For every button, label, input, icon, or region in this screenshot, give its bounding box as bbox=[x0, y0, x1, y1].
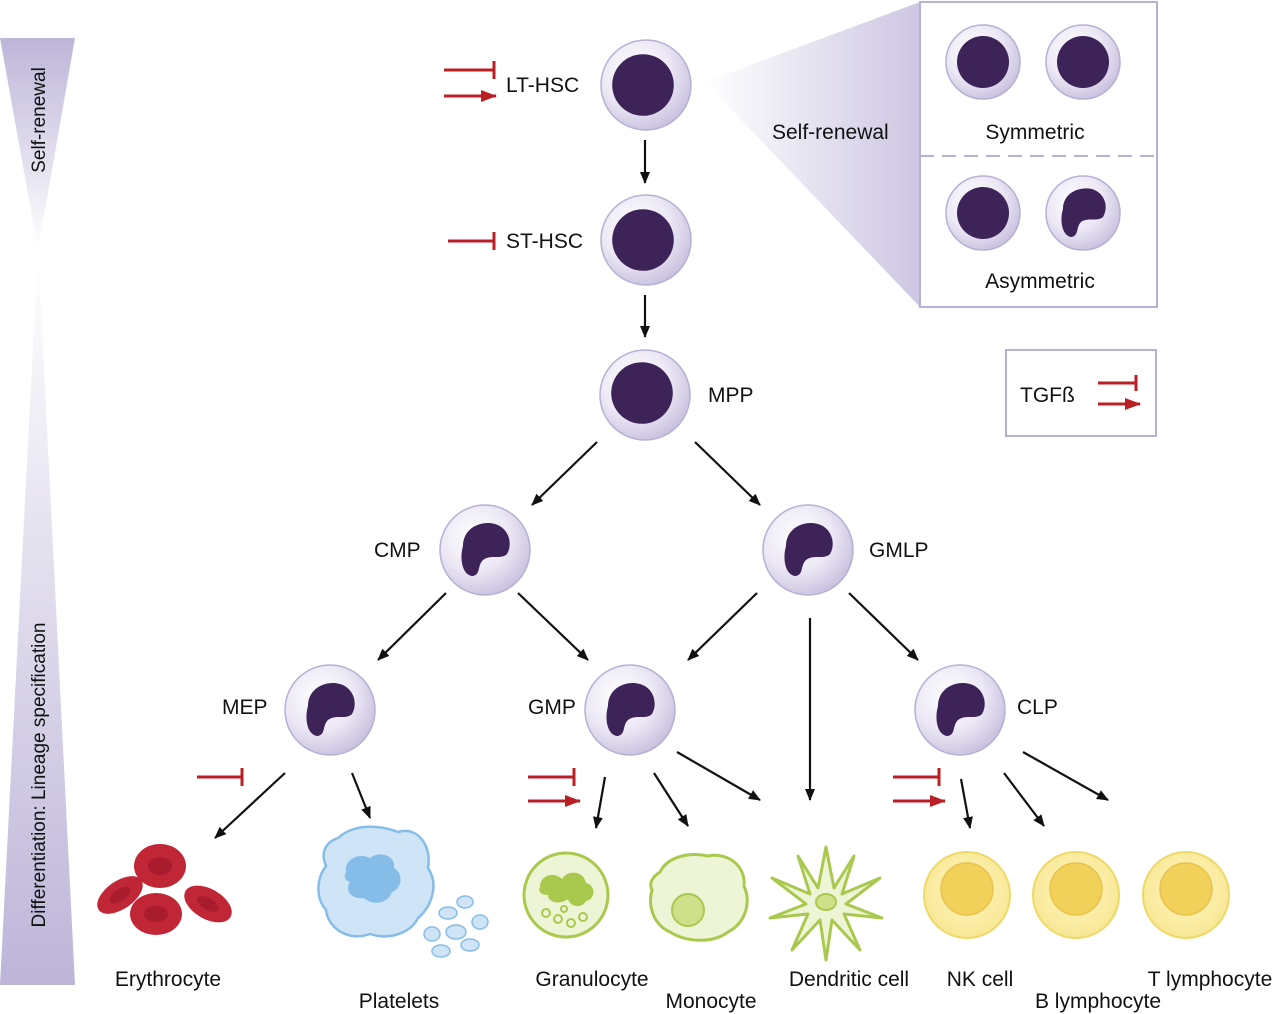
mep-inhibit-symbol bbox=[197, 768, 244, 786]
arrow-mpp-cmp bbox=[531, 441, 598, 506]
differentiation-triangle bbox=[0, 250, 75, 985]
gmp-inhibit-symbol bbox=[528, 768, 576, 786]
arrow-cmp-gmp bbox=[517, 592, 589, 661]
tgf-effects bbox=[197, 61, 946, 807]
platelets-cells bbox=[317, 825, 489, 958]
arrow-clp-nk bbox=[959, 778, 973, 829]
arrow-clp-t bbox=[1022, 751, 1109, 801]
differentiation-arrows bbox=[214, 140, 1109, 839]
t-lymphocyte-cell bbox=[1142, 851, 1230, 939]
clp-label: CLP bbox=[1017, 696, 1058, 719]
granulocyte-label: Granulocyte bbox=[535, 968, 648, 991]
mpp-cell bbox=[599, 349, 691, 441]
symmetric-cell-1 bbox=[945, 24, 1021, 100]
inhibit-symbol bbox=[1098, 375, 1138, 391]
gmlp-label: GMLP bbox=[869, 539, 929, 562]
nk-cell bbox=[923, 851, 1011, 939]
inset-self-renewal-label: Self-renewal bbox=[772, 121, 889, 144]
tgf-legend: TGFß bbox=[1005, 349, 1157, 437]
asymmetric-cell-2 bbox=[1045, 175, 1121, 251]
cmp-label: CMP bbox=[374, 539, 421, 562]
mep-label: MEP bbox=[222, 696, 268, 719]
lthsc-cell bbox=[600, 39, 692, 131]
lthsc-label: LT-HSC bbox=[506, 74, 579, 97]
arrow-mep-platelets bbox=[350, 772, 372, 819]
b-lymphocyte-cell bbox=[1032, 851, 1120, 939]
sthsc-cell bbox=[600, 194, 692, 286]
t-lymphocyte-label: T lymphocyte bbox=[1148, 968, 1273, 991]
legend-label: TGFß bbox=[1020, 384, 1075, 407]
self-renewal-gradient-bar: Self-renewal Differentiation: Lineage sp… bbox=[0, 38, 75, 985]
symmetric-label: Symmetric bbox=[985, 121, 1084, 144]
monocyte-cell bbox=[649, 853, 749, 942]
nk-label: NK cell bbox=[947, 968, 1014, 991]
cmp-cell bbox=[439, 504, 531, 596]
differentiation-side-label: Differentiation: Lineage specification bbox=[29, 623, 50, 928]
erythrocyte-cells bbox=[97, 844, 232, 935]
gmlp-cell bbox=[762, 504, 854, 596]
arrow-mep-erythrocyte bbox=[214, 772, 286, 839]
dendritic-cell bbox=[768, 845, 884, 962]
lthsc-inhibit-symbol bbox=[444, 61, 496, 79]
sthsc-label: ST-HSC bbox=[506, 230, 583, 253]
legend-box bbox=[1005, 349, 1157, 437]
self-renewal-side-label: Self-renewal bbox=[29, 67, 50, 173]
arrow-cmp-mep bbox=[377, 592, 447, 661]
clp-cell bbox=[914, 664, 1006, 756]
dendritic-label: Dendritic cell bbox=[789, 968, 909, 991]
b-lymphocyte-label: B lymphocyte bbox=[1035, 990, 1161, 1013]
erythrocyte-label: Erythrocyte bbox=[115, 968, 221, 991]
asymmetric-cell-1 bbox=[945, 175, 1021, 251]
platelets-label: Platelets bbox=[359, 990, 440, 1013]
symmetric-cell-2 bbox=[1045, 24, 1121, 100]
arrow-mpp-gmlp bbox=[694, 441, 761, 506]
arrow-gmlp-clp bbox=[848, 592, 919, 661]
granulocyte-cell bbox=[522, 851, 610, 939]
gmp-cell bbox=[584, 664, 676, 756]
arrow-clp-b bbox=[1003, 772, 1045, 827]
self-renewal-inset: Symmetric Asymmetric bbox=[919, 1, 1158, 308]
monocyte-label: Monocyte bbox=[665, 990, 756, 1013]
inset-wedge bbox=[705, 2, 920, 307]
self-renewal-triangle bbox=[0, 38, 75, 250]
gmp-label: GMP bbox=[528, 696, 576, 719]
arrow-gmp-dendritic bbox=[676, 751, 761, 801]
arrow-gmlp-gmp bbox=[687, 592, 758, 661]
arrow-gmp-monocyte bbox=[653, 772, 689, 827]
arrow-gmp-granulocyte bbox=[592, 776, 607, 829]
mpp-label: MPP bbox=[708, 384, 754, 407]
clp-inhibit-symbol bbox=[893, 768, 941, 786]
mep-cell bbox=[284, 664, 376, 756]
asymmetric-label: Asymmetric bbox=[985, 270, 1095, 293]
sthsc-inhibit-symbol bbox=[448, 232, 496, 250]
